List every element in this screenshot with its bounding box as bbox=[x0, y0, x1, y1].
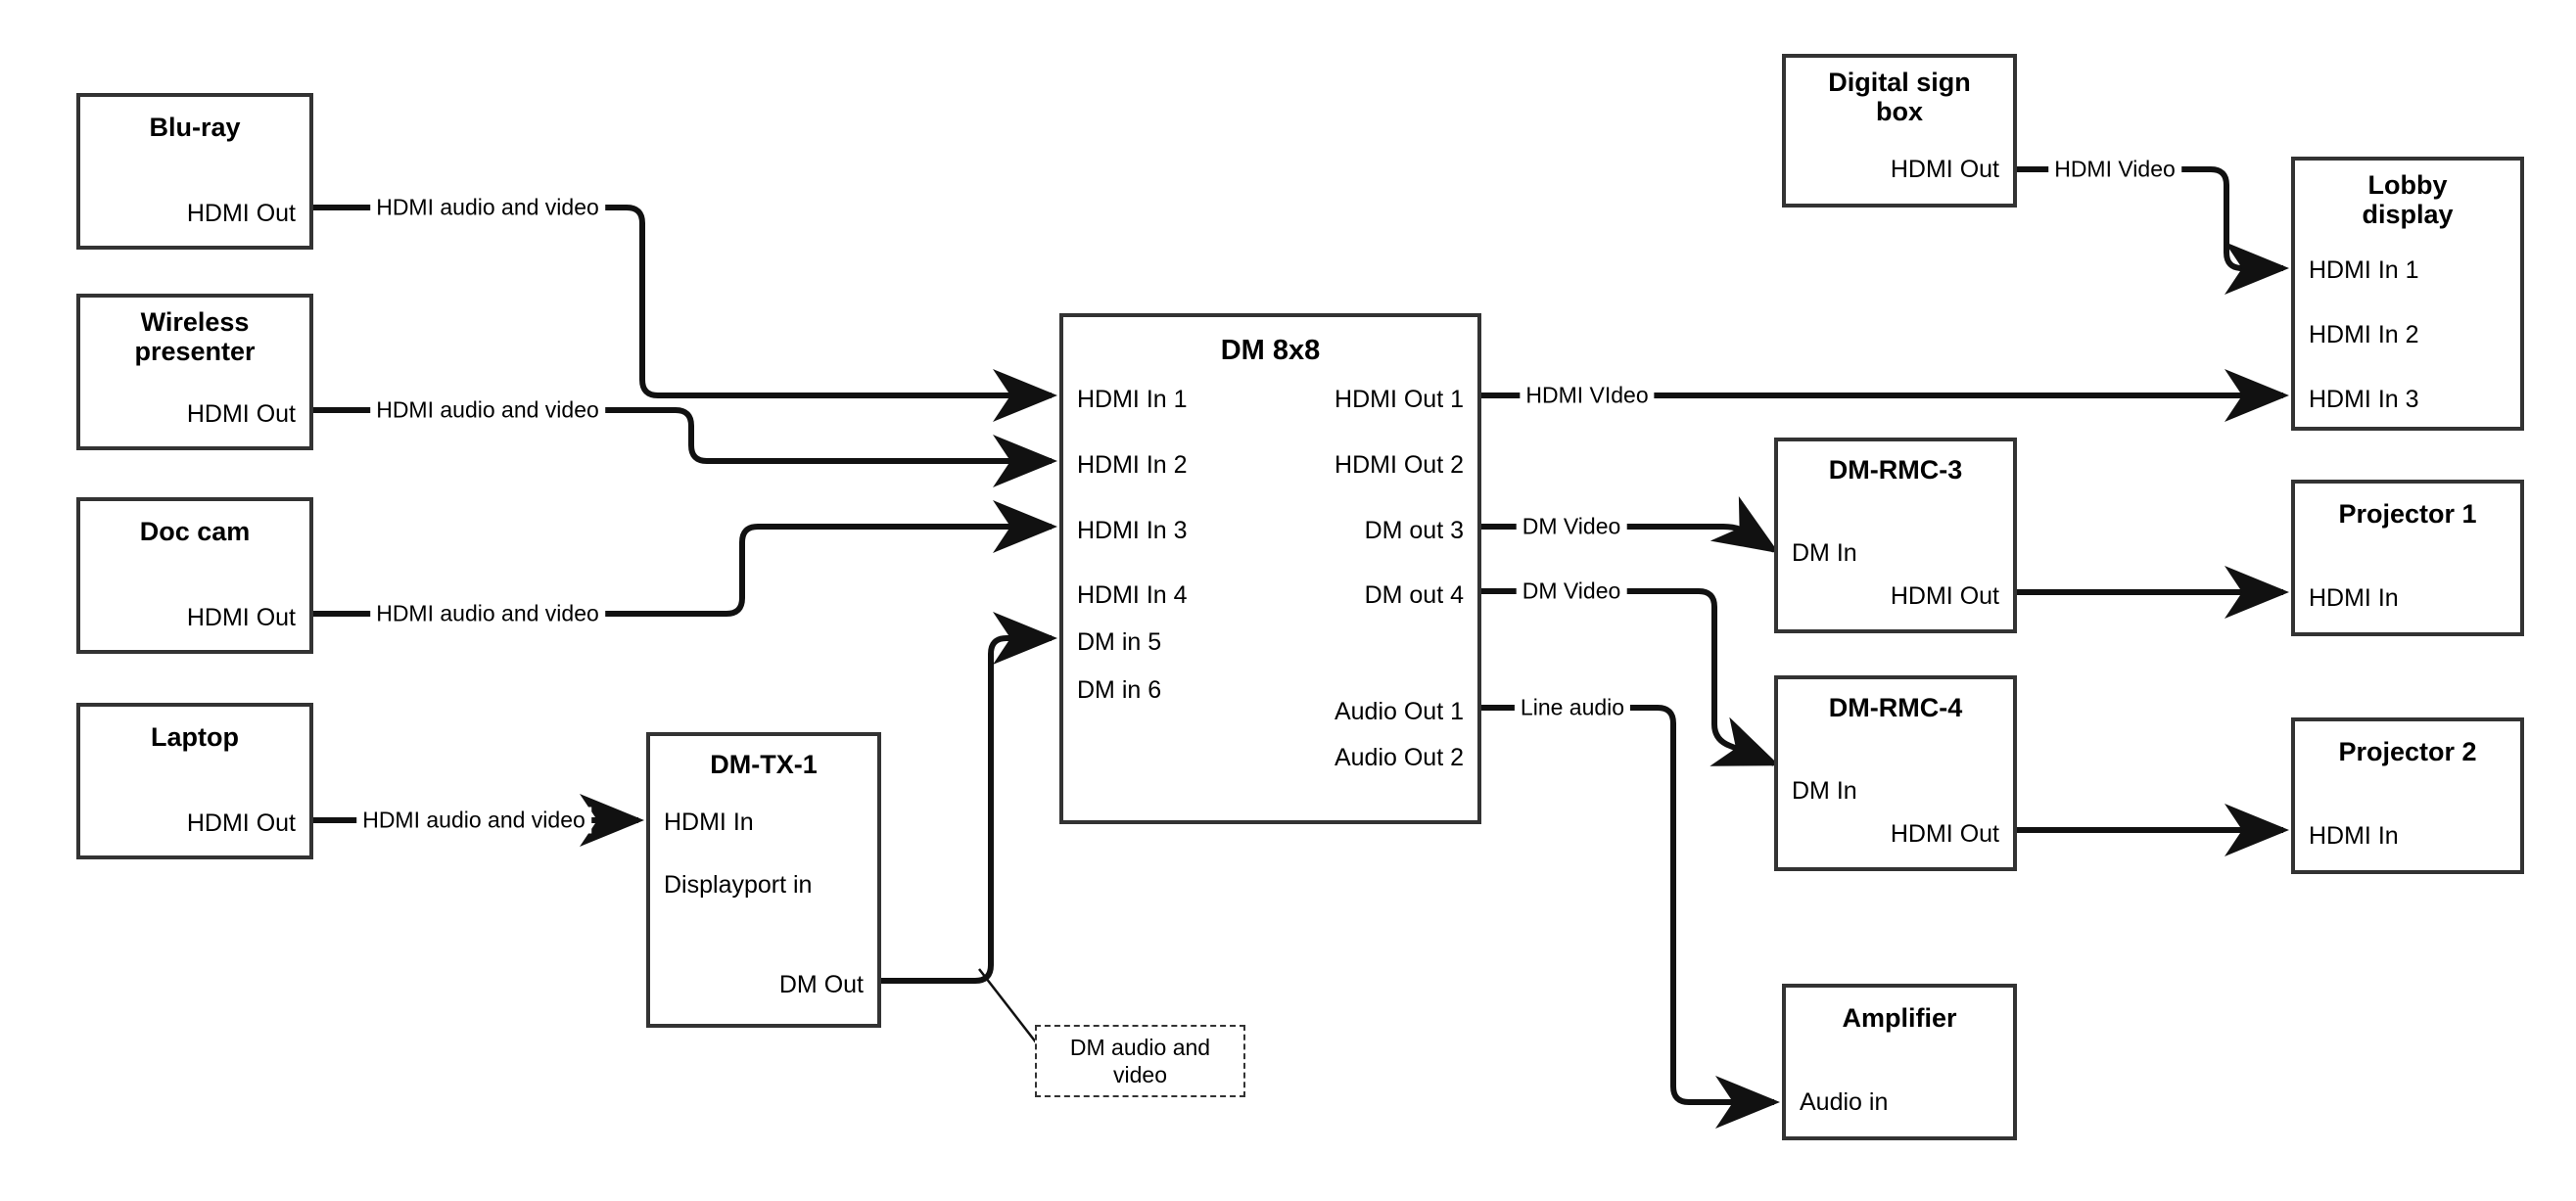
wire-label-laptop-to-dmtx1: HDMI audio and video bbox=[356, 807, 591, 834]
node-amplifier[interactable]: Amplifier Audio in bbox=[1782, 984, 2017, 1140]
node-lobby-display-title: Lobby display bbox=[2362, 170, 2454, 230]
node-wireless-presenter-port-hdmi-out[interactable]: HDMI Out bbox=[186, 400, 296, 428]
node-dm-8x8-port-dm-out-3[interactable]: DM out 3 bbox=[1364, 517, 1464, 544]
node-dm-tx-1-port-hdmi-in[interactable]: HDMI In bbox=[664, 808, 754, 836]
node-digital-sign-box-title: Digital sign box bbox=[1828, 68, 1971, 127]
node-projector-2-title: Projector 2 bbox=[2338, 737, 2477, 766]
node-lobby-display[interactable]: Lobby display HDMI In 1 HDMI In 2 HDMI I… bbox=[2291, 157, 2524, 431]
node-dm-8x8-port-audio-out-1[interactable]: Audio Out 1 bbox=[1334, 698, 1464, 725]
wire-label-dmout3-to-rmc3: DM Video bbox=[1516, 513, 1627, 540]
node-dm-rmc-4-port-dm-in[interactable]: DM In bbox=[1792, 777, 1857, 805]
node-bluray[interactable]: Blu-ray HDMI Out bbox=[76, 93, 313, 250]
node-laptop[interactable]: Laptop HDMI Out bbox=[76, 703, 313, 859]
node-dm-rmc-4[interactable]: DM-RMC-4 DM In HDMI Out bbox=[1774, 675, 2017, 871]
wire-dmtx1-to-dmin5 bbox=[881, 612, 1057, 984]
node-wireless-presenter-title: Wireless presenter bbox=[134, 307, 256, 367]
node-dm-8x8-port-audio-out-2[interactable]: Audio Out 2 bbox=[1334, 744, 1464, 771]
node-doc-cam-title: Doc cam bbox=[139, 517, 251, 546]
node-dm-8x8-port-hdmi-in-1[interactable]: HDMI In 1 bbox=[1077, 386, 1188, 413]
wire-label-wireless-to-hdmiin2: HDMI audio and video bbox=[370, 396, 605, 424]
node-dm-rmc-3-port-dm-in[interactable]: DM In bbox=[1792, 539, 1857, 567]
node-amplifier-port-audio-in[interactable]: Audio in bbox=[1800, 1088, 1889, 1116]
wire-label-bluray-to-hdmiin1: HDMI audio and video bbox=[370, 194, 605, 221]
wire-dmout4-to-rmc4 bbox=[1481, 588, 1780, 766]
node-projector-1[interactable]: Projector 1 HDMI In bbox=[2291, 480, 2524, 636]
node-doc-cam[interactable]: Doc cam HDMI Out bbox=[76, 497, 313, 654]
node-lobby-display-port-hdmi-in-2[interactable]: HDMI In 2 bbox=[2309, 321, 2419, 348]
callout-dm-audio-and-video: DM audio and video bbox=[1035, 1025, 1245, 1097]
node-projector-2[interactable]: Projector 2 HDMI In bbox=[2291, 717, 2524, 874]
wire-audioout1-to-amplifier bbox=[1481, 705, 1780, 1129]
node-dm-8x8-port-hdmi-in-3[interactable]: HDMI In 3 bbox=[1077, 517, 1188, 544]
node-dm-8x8[interactable]: DM 8x8 HDMI In 1 HDMI In 2 HDMI In 3 HDM… bbox=[1059, 313, 1481, 824]
wire-label-hdmiout1-to-lobby: HDMI VIdeo bbox=[1520, 382, 1655, 409]
node-dm-tx-1[interactable]: DM-TX-1 HDMI In Displayport in DM Out bbox=[646, 732, 881, 1028]
node-dm-tx-1-port-displayport-in[interactable]: Displayport in bbox=[664, 871, 813, 899]
node-dm-8x8-port-dm-in-6[interactable]: DM in 6 bbox=[1077, 676, 1162, 704]
wire-label-audioout1-to-amplifier: Line audio bbox=[1514, 694, 1631, 721]
node-laptop-title: Laptop bbox=[151, 722, 239, 752]
node-dm-8x8-port-dm-out-4[interactable]: DM out 4 bbox=[1364, 581, 1464, 609]
node-amplifier-title: Amplifier bbox=[1842, 1003, 1957, 1033]
callout-line-1: DM audio and bbox=[1069, 1035, 1211, 1060]
node-dm-tx-1-title: DM-TX-1 bbox=[710, 750, 818, 779]
wire-label-dmout4-to-rmc4: DM Video bbox=[1516, 577, 1627, 605]
node-dm-8x8-port-hdmi-in-2[interactable]: HDMI In 2 bbox=[1077, 451, 1188, 479]
wire-digitalsign-to-lobby-hdmiin1 bbox=[2017, 166, 2289, 295]
node-dm-rmc-3-port-hdmi-out[interactable]: HDMI Out bbox=[1890, 582, 1999, 610]
node-projector-2-port-hdmi-in[interactable]: HDMI In bbox=[2309, 822, 2399, 850]
node-lobby-display-port-hdmi-in-3[interactable]: HDMI In 3 bbox=[2309, 386, 2419, 413]
node-bluray-title: Blu-ray bbox=[149, 113, 241, 142]
node-dm-8x8-title: DM 8x8 bbox=[1220, 335, 1321, 366]
node-dm-rmc-3[interactable]: DM-RMC-3 DM In HDMI Out bbox=[1774, 438, 2017, 633]
node-dm-tx-1-port-dm-out[interactable]: DM Out bbox=[778, 971, 864, 998]
node-projector-1-title: Projector 1 bbox=[2338, 499, 2477, 529]
node-digital-sign-box-port-hdmi-out[interactable]: HDMI Out bbox=[1890, 156, 1999, 183]
node-lobby-display-port-hdmi-in-1[interactable]: HDMI In 1 bbox=[2309, 256, 2419, 284]
node-digital-sign-box[interactable]: Digital sign box HDMI Out bbox=[1782, 54, 2017, 208]
callout-leader-line bbox=[978, 968, 1041, 1048]
node-dm-8x8-port-hdmi-out-2[interactable]: HDMI Out 2 bbox=[1335, 451, 1464, 479]
node-dm-8x8-port-dm-in-5[interactable]: DM in 5 bbox=[1077, 628, 1162, 656]
wire-bluray-to-hdmiin1 bbox=[313, 205, 1057, 422]
node-projector-1-port-hdmi-in[interactable]: HDMI In bbox=[2309, 584, 2399, 612]
node-dm-8x8-port-hdmi-in-4[interactable]: HDMI In 4 bbox=[1077, 581, 1188, 609]
wire-label-digitalsign-to-lobby: HDMI Video bbox=[2048, 156, 2181, 183]
node-dm-rmc-4-title: DM-RMC-4 bbox=[1828, 693, 1963, 722]
node-bluray-port-hdmi-out[interactable]: HDMI Out bbox=[186, 200, 296, 227]
node-dm-8x8-port-hdmi-out-1[interactable]: HDMI Out 1 bbox=[1335, 386, 1464, 413]
node-doc-cam-port-hdmi-out[interactable]: HDMI Out bbox=[186, 604, 296, 631]
node-dm-rmc-4-port-hdmi-out[interactable]: HDMI Out bbox=[1890, 820, 1999, 848]
callout-line-2: video bbox=[1113, 1062, 1167, 1087]
node-wireless-presenter[interactable]: Wireless presenter HDMI Out bbox=[76, 294, 313, 450]
wire-label-doccam-to-hdmiin3: HDMI audio and video bbox=[370, 600, 605, 627]
node-dm-rmc-3-title: DM-RMC-3 bbox=[1828, 455, 1963, 485]
node-laptop-port-hdmi-out[interactable]: HDMI Out bbox=[186, 809, 296, 837]
